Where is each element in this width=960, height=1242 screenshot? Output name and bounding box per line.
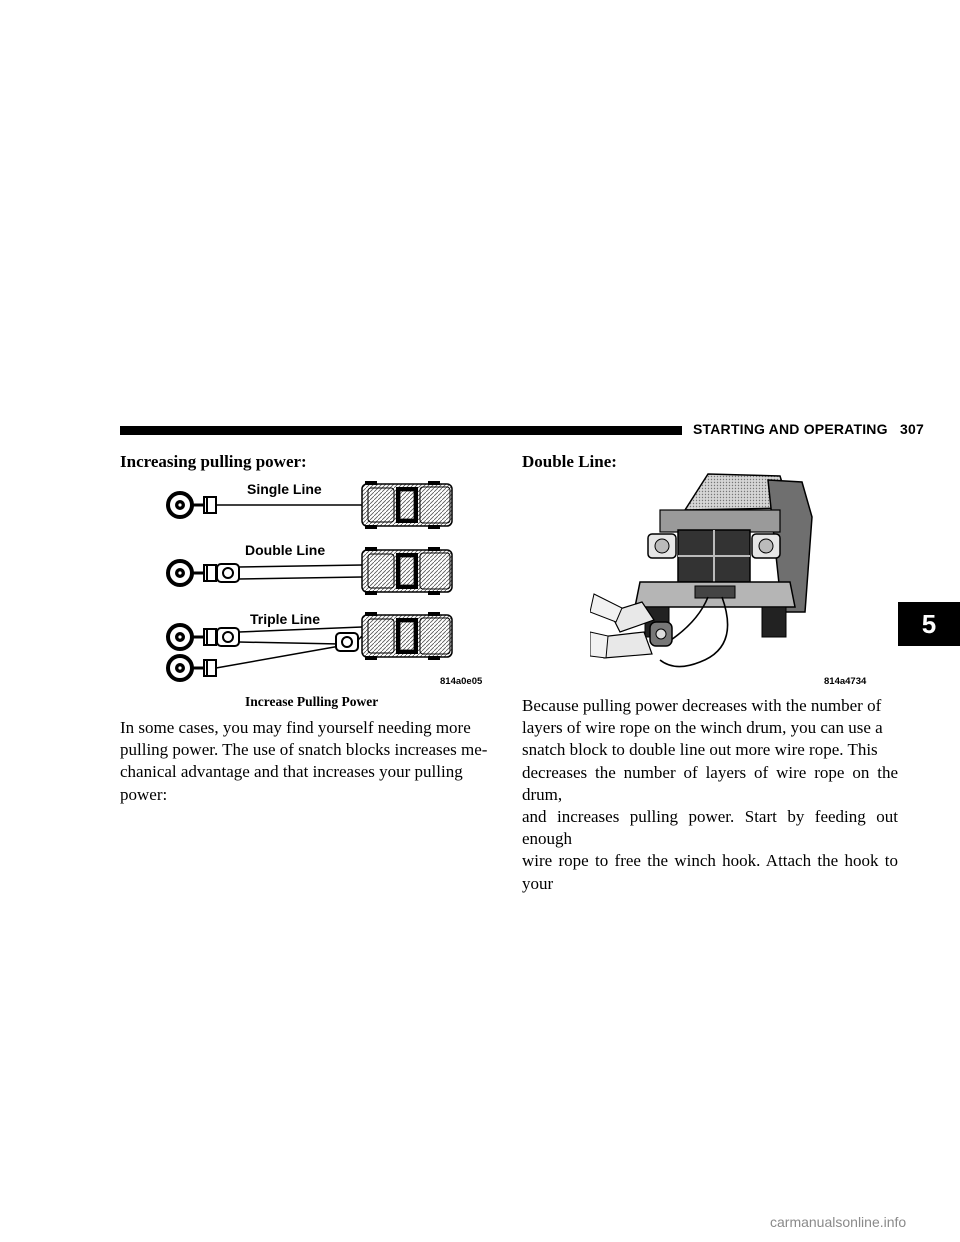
paragraph-right: Because pulling power decreases with the… <box>522 695 898 895</box>
gloved-hands <box>590 593 655 659</box>
paragraph-line: layers of wire rope on the winch drum, y… <box>522 718 883 738</box>
page-number: 307 <box>899 421 924 437</box>
single-line-label: Single Line <box>247 481 322 497</box>
figure-caption-left: Increase Pulling Power <box>245 694 379 709</box>
paragraph-line: and increases pulling power. Start by fe… <box>522 807 898 849</box>
section-heading-increasing-pulling-power: Increasing pulling power: <box>120 452 307 471</box>
snatch-block <box>649 621 673 647</box>
triple-line-setup <box>166 611 453 682</box>
winch-truck-illustration <box>590 473 813 668</box>
single-line-setup <box>166 480 453 530</box>
winch-cable-return <box>659 596 729 668</box>
winch-cable-out <box>667 596 709 643</box>
triple-line-label: Triple Line <box>250 611 320 627</box>
section-title: STARTING AND OPERATING <box>693 421 888 437</box>
pulling-power-diagram: Single Line Double Line Triple Line <box>166 480 453 682</box>
watermark: carmanualsonline.info <box>770 1214 907 1230</box>
paragraph-line: snatch block to double line out more wir… <box>522 740 878 760</box>
figure-code-right: 814a4734 <box>824 676 867 687</box>
section-heading-double-line: Double Line: <box>522 452 617 471</box>
paragraph-line: power: <box>120 784 168 804</box>
paragraph-line: In some cases, you may find yourself nee… <box>120 718 471 737</box>
header-rule <box>120 426 682 435</box>
figure-code-left: 814a0e05 <box>440 676 483 687</box>
paragraph-left: In some cases, you may find yourself nee… <box>120 717 495 806</box>
truck-body <box>634 473 813 638</box>
chapter-tab: 5 <box>898 602 960 646</box>
double-line-label: Double Line <box>245 542 325 558</box>
running-header: STARTING AND OPERATING 307 <box>693 421 924 437</box>
paragraph-line: pulling power. The use of snatch blocks … <box>120 740 488 760</box>
paragraph-line: chanical advantage and that increases yo… <box>120 762 463 782</box>
paragraph-line: Because pulling power decreases with the… <box>522 696 882 715</box>
paragraph-line: decreases the number of layers of wire r… <box>522 762 898 804</box>
paragraph-line: wire rope to free the winch hook. Attach… <box>522 851 898 893</box>
double-line-setup <box>166 546 453 596</box>
